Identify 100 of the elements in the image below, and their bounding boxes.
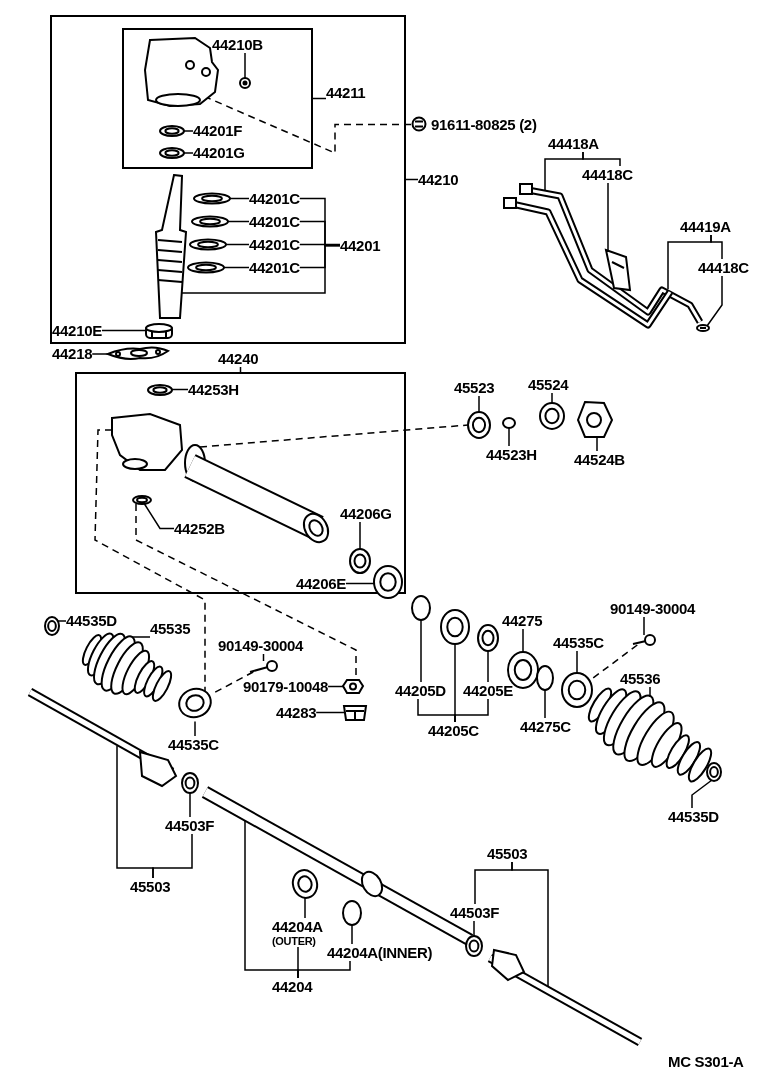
spacer-ring <box>349 548 371 574</box>
part-number: 44211 <box>326 84 366 101</box>
part-number: 44253H <box>188 381 239 398</box>
seal-ring <box>159 147 185 159</box>
part-number: 44503F <box>165 817 215 834</box>
seal-ring <box>159 125 185 137</box>
boot-clamp <box>706 762 722 782</box>
leader-line <box>508 427 510 447</box>
part-number: 44205E <box>463 682 513 699</box>
part-number: 44201C <box>249 213 300 230</box>
leader-line <box>487 650 489 683</box>
part-number: 44535D <box>668 808 719 825</box>
claw-washer <box>181 772 199 794</box>
part-number: 44535D <box>66 612 117 629</box>
figure-code: MC S301-A <box>668 1053 744 1070</box>
seal-ring <box>189 238 227 251</box>
leader-line <box>643 616 645 636</box>
part-number: 45536 <box>620 670 661 687</box>
gasket <box>107 346 169 360</box>
part-number: 44275 <box>502 612 543 629</box>
leader-line <box>315 711 346 714</box>
part-number: 44201F <box>193 122 243 139</box>
part-number: 44201C <box>249 236 300 253</box>
pin <box>502 417 516 429</box>
mount-bushing <box>539 402 565 430</box>
dust-boot <box>81 632 173 702</box>
leader-line <box>345 582 375 585</box>
part-number: 44201 <box>340 237 381 254</box>
part-number: 44418C <box>698 259 749 276</box>
leader-line <box>183 130 194 132</box>
leader-line <box>359 521 361 550</box>
cap <box>342 705 368 721</box>
cap-ring <box>132 495 152 505</box>
dust-boot <box>587 687 713 783</box>
leader-line <box>420 619 422 683</box>
lock-washer <box>467 411 491 439</box>
bearing-cap <box>145 323 173 339</box>
part-number: 90179-10048 <box>243 678 329 695</box>
claw-washer <box>465 935 483 957</box>
part-number: 44418C <box>582 166 633 183</box>
seal-ring <box>193 192 231 205</box>
part-number: 45503 <box>487 845 528 862</box>
leader-line <box>183 152 194 154</box>
leader-line <box>304 897 306 919</box>
part-number: 44218 <box>52 345 93 362</box>
boot-clamp <box>561 672 593 708</box>
bracket-line <box>299 243 341 246</box>
part-number: 44206G <box>340 505 392 522</box>
bolt <box>632 634 656 646</box>
part-number: 91611-80825 (2) <box>431 116 537 133</box>
leader-line <box>143 503 175 530</box>
assembly-line <box>591 644 639 680</box>
bracket-line <box>710 234 723 260</box>
boot-clamp <box>44 616 60 636</box>
part-number: 44210 <box>418 171 459 188</box>
leader-line <box>551 392 553 404</box>
pinion-shaft <box>154 173 188 319</box>
part-number: 90149-30004 <box>218 637 304 654</box>
leader-line <box>312 97 327 100</box>
o-ring <box>411 595 431 621</box>
leader-line <box>194 720 196 737</box>
spring-ring <box>440 609 470 645</box>
nut <box>341 679 365 694</box>
leader-line <box>576 650 578 674</box>
bracket-line <box>582 151 621 167</box>
cap-ring <box>147 384 173 396</box>
leader-line <box>454 643 456 723</box>
leader-line <box>227 220 250 223</box>
boot-clamp <box>178 687 212 719</box>
leader-line <box>57 620 67 622</box>
leader-line <box>223 266 250 269</box>
leader-line <box>607 182 609 252</box>
part-number: 45535 <box>150 620 191 637</box>
leader-line <box>511 861 549 987</box>
leader-line <box>478 395 480 413</box>
leader-line <box>522 628 524 653</box>
bushing <box>477 624 499 652</box>
part-number: 44523H <box>486 446 537 463</box>
leader-line <box>91 353 109 355</box>
leader-line <box>189 792 191 818</box>
tie-rod <box>487 948 643 1046</box>
leader-line <box>229 197 250 200</box>
bracket-line <box>297 960 351 979</box>
plug <box>239 77 251 89</box>
part-number: 90149-30004 <box>610 600 696 617</box>
leader-line <box>262 653 265 662</box>
part-number: 44204A(INNER) <box>327 944 433 961</box>
part-number: 45503 <box>130 878 171 895</box>
part-number: 44204A <box>272 918 323 935</box>
leader-line <box>225 243 250 246</box>
part-number: 44201C <box>249 190 300 207</box>
part-number: 44201G <box>193 144 245 161</box>
part-number: 44275C <box>520 718 571 735</box>
part-number: 44503F <box>450 904 500 921</box>
leader-line <box>239 366 242 373</box>
position-note: (OUTER) <box>272 935 317 947</box>
leader-line <box>131 636 151 638</box>
leader-line <box>101 329 147 332</box>
bracket-line <box>152 833 193 879</box>
seal-ring <box>187 261 225 274</box>
